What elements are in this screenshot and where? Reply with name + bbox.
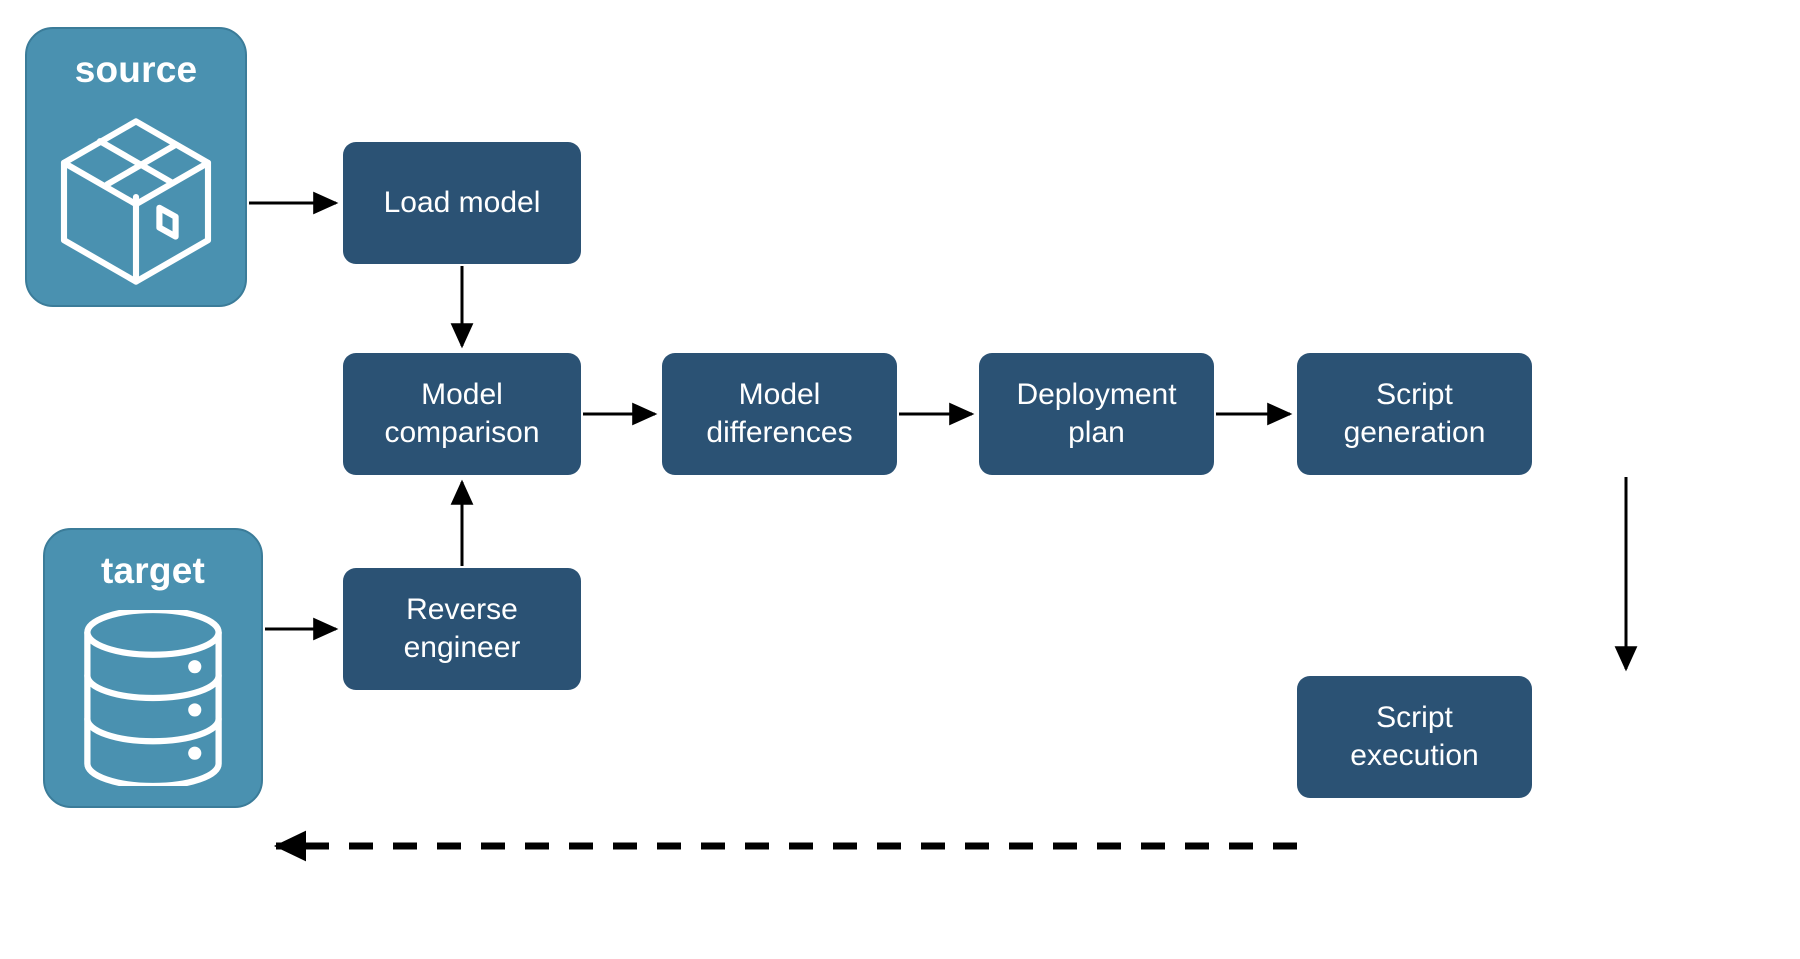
endpoint-target[interactable]: target xyxy=(43,528,263,808)
node-model-comparison-label: Model comparison xyxy=(384,377,540,449)
node-deployment-plan[interactable]: Deployment plan xyxy=(979,353,1214,475)
node-model-comparison[interactable]: Model comparison xyxy=(343,353,581,475)
node-load-model[interactable]: Load model xyxy=(343,142,581,264)
endpoint-target-label: target xyxy=(101,550,205,591)
node-reverse-engineer[interactable]: Reverse engineer xyxy=(343,568,581,690)
node-script-generation[interactable]: Script generation xyxy=(1297,353,1532,475)
node-model-differences[interactable]: Model differences xyxy=(662,353,897,475)
node-script-execution[interactable]: Script execution xyxy=(1297,676,1532,798)
node-model-differences-label: Model differences xyxy=(706,377,853,449)
endpoint-source[interactable]: source xyxy=(25,27,247,307)
package-box-icon xyxy=(27,88,245,305)
node-deployment-plan-label: Deployment plan xyxy=(1016,377,1177,449)
node-script-generation-label: Script generation xyxy=(1343,377,1486,449)
database-cylinder-icon xyxy=(45,589,261,806)
node-script-execution-label: Script execution xyxy=(1350,700,1479,772)
node-reverse-engineer-label: Reverse engineer xyxy=(403,592,521,664)
endpoint-source-label: source xyxy=(74,49,198,90)
node-load-model-label: Load model xyxy=(383,185,541,219)
